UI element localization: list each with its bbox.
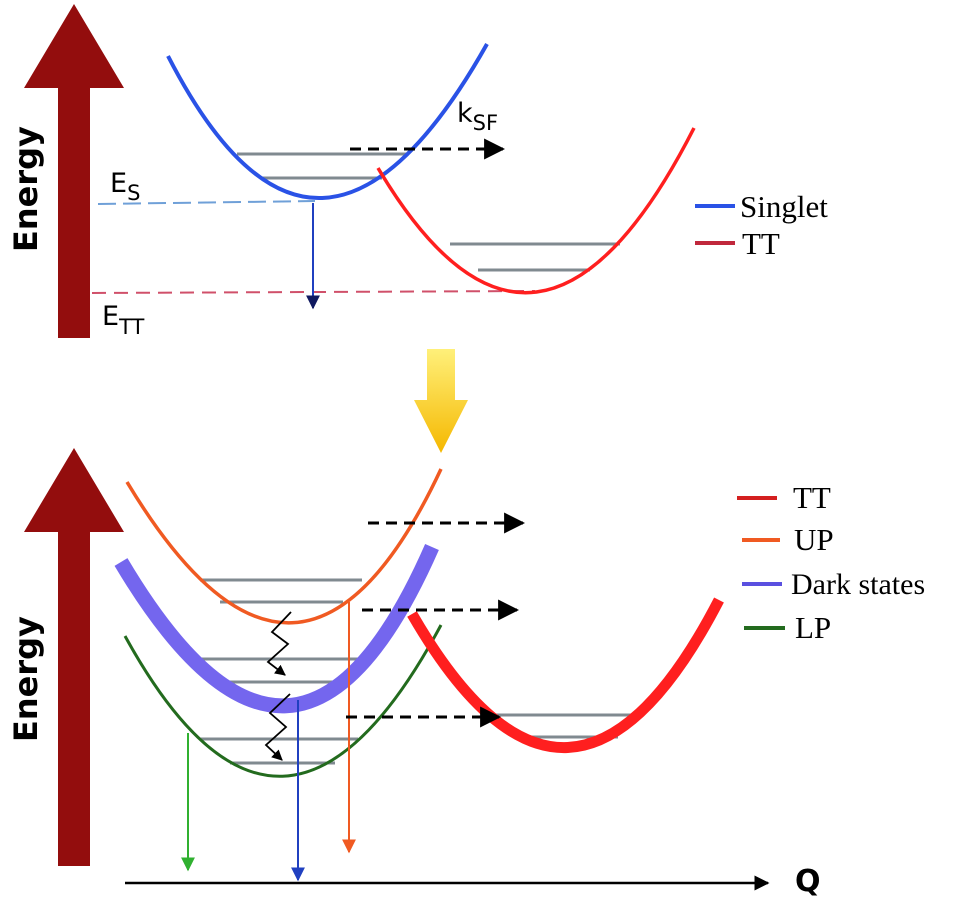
relaxation-zigzag-1	[266, 611, 292, 676]
tt-curve	[376, 127, 696, 295]
bottom-energy-arrow	[24, 448, 124, 866]
legend-label-tt-top: TT	[742, 226, 780, 261]
legend-label-up: UP	[794, 522, 834, 557]
singlet-curve	[166, 43, 489, 200]
es-level-line	[97, 200, 316, 205]
transition-arrow	[414, 349, 468, 453]
bottom-legend: TT UP Dark states LP	[737, 480, 925, 645]
legend-label-dark: Dark states	[791, 568, 925, 601]
q-axis-label: Q	[795, 864, 821, 899]
lp-curve	[123, 624, 443, 778]
top-energy-arrow	[24, 4, 124, 338]
dark-states-curve	[114, 543, 439, 714]
legend-label-tt: TT	[793, 480, 831, 515]
legend-label-lp: LP	[795, 610, 831, 645]
legend-label-singlet: Singlet	[740, 189, 828, 224]
up-curve	[125, 468, 443, 625]
bottom-energy-label: Energy	[7, 616, 45, 742]
top-energy-label: Energy	[7, 126, 45, 252]
top-legend: Singlet TT	[695, 189, 828, 261]
bottom-panel: Energy Q TT UP	[7, 448, 925, 899]
tt-curve-bottom	[407, 597, 724, 753]
es-label: ES	[110, 168, 140, 205]
ksf-label: kSF	[457, 98, 498, 135]
top-panel: Energy ES ETT kSF Singlet	[7, 4, 828, 339]
relaxation-zigzag-2	[264, 693, 291, 761]
ett-label: ETT	[102, 301, 145, 339]
